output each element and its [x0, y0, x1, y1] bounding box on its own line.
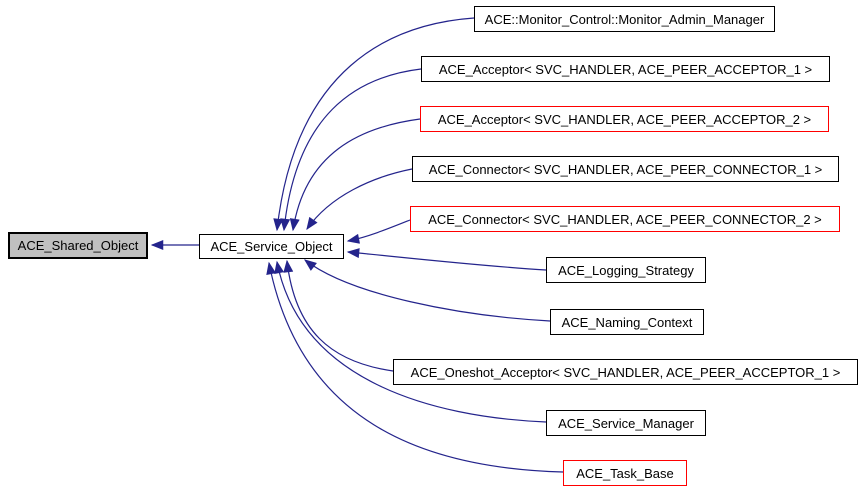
edge-task-base — [266, 261, 564, 473]
node-ace-service-object[interactable]: ACE_Service_Object — [199, 234, 344, 259]
edge-monitor-admin — [273, 17, 475, 232]
edge-oneshot-acceptor — [283, 259, 394, 372]
edge-acceptor-2 — [289, 118, 421, 232]
edge-connector-2 — [346, 219, 411, 244]
node-ace-connector-2[interactable]: ACE_Connector< SVC_HANDLER, ACE_PEER_CON… — [410, 206, 840, 232]
edge-service-manager — [274, 260, 547, 423]
node-ace-acceptor-1[interactable]: ACE_Acceptor< SVC_HANDLER, ACE_PEER_ACCE… — [421, 56, 830, 82]
edge-logging-strategy — [346, 248, 547, 271]
node-ace-service-manager[interactable]: ACE_Service_Manager — [546, 410, 706, 436]
node-ace-oneshot-acceptor[interactable]: ACE_Oneshot_Acceptor< SVC_HANDLER, ACE_P… — [393, 359, 858, 385]
node-ace-naming-context[interactable]: ACE_Naming_Context — [550, 309, 704, 335]
node-monitor-admin-manager[interactable]: ACE::Monitor_Control::Monitor_Admin_Mana… — [474, 6, 775, 32]
edge-naming-context — [304, 259, 551, 322]
node-ace-logging-strategy[interactable]: ACE_Logging_Strategy — [546, 257, 706, 283]
node-ace-shared-object: ACE_Shared_Object — [8, 232, 148, 259]
node-ace-task-base[interactable]: ACE_Task_Base — [563, 460, 687, 486]
edge-acceptor-1 — [280, 68, 422, 232]
node-ace-acceptor-2[interactable]: ACE_Acceptor< SVC_HANDLER, ACE_PEER_ACCE… — [420, 106, 829, 132]
node-ace-connector-1[interactable]: ACE_Connector< SVC_HANDLER, ACE_PEER_CON… — [412, 156, 839, 182]
edge-connector-1 — [306, 168, 413, 231]
